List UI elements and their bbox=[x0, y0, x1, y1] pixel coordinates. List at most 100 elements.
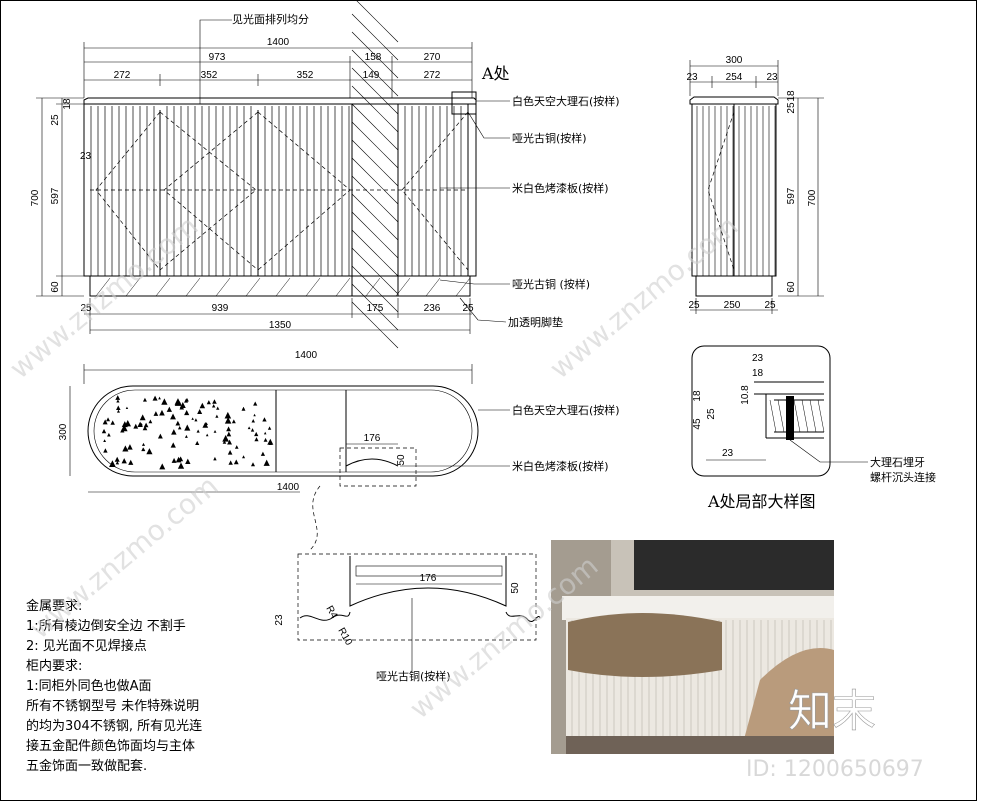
speckle bbox=[175, 456, 182, 463]
speckle bbox=[184, 409, 190, 416]
detail-a-hatch bbox=[769, 399, 825, 433]
label-bronze-top: 哑光古铜(按样) bbox=[512, 131, 587, 145]
speckle bbox=[159, 409, 165, 416]
hatch-line bbox=[245, 277, 261, 297]
speckle bbox=[227, 450, 233, 455]
front-dims-bottom: 25 939 175 236 25 1350 bbox=[80, 298, 474, 334]
plan-view: 1400 300 176 50 1400 白色天空大理石(按样) 米白色烤漆板(… bbox=[58, 350, 620, 551]
hatch-line bbox=[351, 265, 399, 313]
speckle bbox=[247, 426, 251, 430]
speckle bbox=[106, 417, 111, 422]
speckle bbox=[171, 457, 177, 463]
hatch-line bbox=[777, 399, 785, 433]
speckle bbox=[234, 445, 239, 449]
hatch-line bbox=[351, 139, 399, 187]
speckle bbox=[166, 406, 172, 412]
dim-seg: 149 bbox=[363, 70, 380, 81]
speckle bbox=[184, 434, 188, 438]
speckle bbox=[267, 426, 272, 430]
hatch-line bbox=[95, 277, 111, 297]
callout-top-leader bbox=[199, 19, 232, 104]
speckle bbox=[227, 439, 232, 445]
front-flutes bbox=[90, 106, 462, 276]
dim-side-bottom-right: 25 bbox=[764, 300, 776, 311]
speckle bbox=[253, 401, 258, 406]
side-dims-top: 300 23 254 23 bbox=[686, 55, 779, 96]
notch-detail-frame bbox=[297, 553, 537, 641]
speckle bbox=[263, 437, 268, 442]
notch-detail-lip bbox=[355, 565, 503, 577]
hatch-line bbox=[351, 193, 399, 241]
notes: 金属要求: 1:所有棱边倒安全边 不割手 2: 见光面不见焊接点 柜内要求: 1… bbox=[26, 598, 202, 774]
speckle bbox=[153, 411, 159, 416]
speckle bbox=[206, 400, 211, 405]
dim-side-top-a: 25 bbox=[786, 102, 797, 114]
detail-dim-left-a: 18 bbox=[692, 390, 703, 402]
speckle bbox=[267, 438, 274, 445]
speckle bbox=[199, 402, 206, 409]
speckle bbox=[141, 447, 145, 452]
dim-plan-width: 1400 bbox=[295, 350, 318, 361]
speckle bbox=[171, 429, 177, 435]
speckle bbox=[139, 414, 146, 421]
hatch-line bbox=[351, 49, 399, 97]
hatch-line bbox=[351, 283, 399, 331]
detail-a-section bbox=[754, 381, 824, 439]
detail-dim-top-inner: 18 bbox=[752, 368, 764, 379]
plan-notch bbox=[345, 458, 399, 467]
detail-a-frame bbox=[691, 345, 831, 477]
detail-a-title: A处局部大样图 bbox=[707, 492, 816, 511]
detail-dim-top: 23 bbox=[752, 353, 764, 364]
hatch-line bbox=[351, 103, 399, 151]
speckle bbox=[262, 417, 267, 422]
note-cabinet-2: 所有不锈钢型号 未作特殊说明 bbox=[26, 699, 199, 714]
notch-dim-width: 176 bbox=[420, 573, 437, 584]
dim-seg: 272 bbox=[424, 70, 441, 81]
marker-a: A处 bbox=[481, 64, 510, 83]
speckle bbox=[120, 428, 125, 433]
dim-plan-notch-depth: 50 bbox=[396, 454, 407, 466]
speckle bbox=[148, 419, 153, 424]
dim-side-bottom-mid: 250 bbox=[724, 300, 741, 311]
note-metal-1: 1:所有棱边倒安全边 不割手 bbox=[26, 618, 186, 634]
speckle bbox=[250, 428, 255, 432]
speckle bbox=[110, 420, 115, 425]
front-dims-top: 1400 973 158 270 272 352 352 149 272 bbox=[83, 37, 473, 98]
photo-floor bbox=[566, 736, 834, 754]
product-photo bbox=[551, 540, 834, 754]
dim-body: 597 bbox=[50, 187, 61, 204]
speckle bbox=[115, 395, 121, 400]
speckle bbox=[205, 433, 209, 437]
note-cabinet-1: 1:同柜外同色也做A面 bbox=[26, 678, 152, 694]
speckle bbox=[231, 419, 236, 424]
front-base-hatch bbox=[95, 277, 471, 297]
speckle bbox=[250, 462, 256, 467]
dim-group-mid: 158 bbox=[365, 52, 382, 63]
speckle bbox=[196, 429, 200, 433]
speckle bbox=[224, 411, 232, 419]
speckle bbox=[142, 425, 148, 431]
hatch-line bbox=[395, 277, 411, 297]
label-bronze-bottom: 哑光古铜 (按样) bbox=[512, 277, 590, 291]
note-cabinet-title: 柜内要求: bbox=[26, 658, 82, 674]
speckle bbox=[222, 440, 227, 444]
detail-dim-small: 10.8 bbox=[740, 385, 751, 405]
door-swing-lines bbox=[90, 111, 469, 271]
speckle bbox=[142, 397, 147, 402]
notch-detail: 176 50 23 R4 R10 哑光古铜(按样) bbox=[274, 553, 541, 683]
speckle bbox=[216, 406, 220, 410]
notch-label: 哑光古铜(按样) bbox=[376, 669, 451, 683]
side-dims-right: 25 18 597 700 60 bbox=[778, 90, 824, 297]
speckle bbox=[141, 442, 146, 446]
hatch-line bbox=[335, 277, 351, 297]
note-metal-title: 金属要求: bbox=[26, 598, 82, 614]
hatch-line bbox=[351, 85, 399, 133]
hatch-line bbox=[809, 399, 817, 433]
speckle bbox=[251, 419, 255, 423]
plan-marble-speckle bbox=[101, 395, 274, 470]
speckle bbox=[268, 441, 272, 445]
detail-a-label-1: 大理石埋牙 bbox=[870, 455, 925, 469]
speckle bbox=[121, 458, 127, 464]
